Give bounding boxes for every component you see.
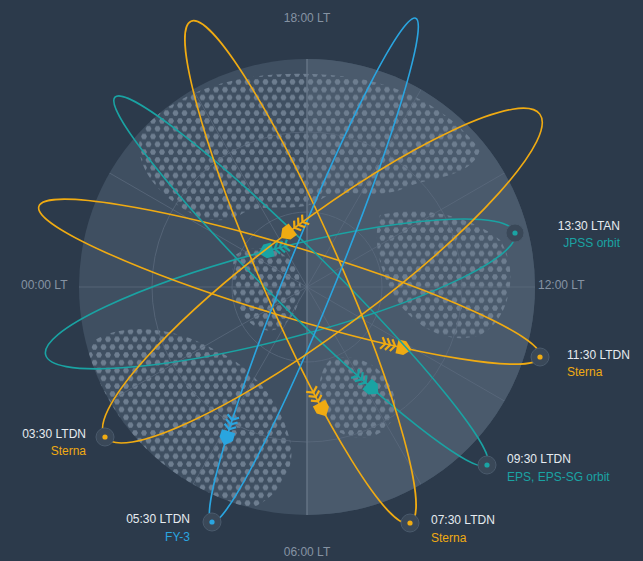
direction-chevron (217, 414, 239, 448)
meridian-line (108, 172, 307, 287)
chevron-feather (295, 218, 305, 230)
meridian-line (192, 88, 307, 287)
direction-chevron (257, 239, 291, 260)
chevron-feather (351, 369, 362, 381)
chevron-head (277, 223, 297, 243)
orbit-node-halo (401, 514, 419, 532)
direction-chevron (277, 214, 310, 244)
chevron-head (395, 340, 413, 357)
crossing-time: 11:30 LTDN (566, 348, 631, 362)
orbit-path (34, 189, 526, 398)
crossing-time: 05:30 LTDN (125, 512, 191, 526)
orbit-name: Sterna (430, 531, 467, 545)
orbit-node-halo (96, 428, 114, 446)
orbit-node-halo (203, 513, 221, 531)
meridian-line (307, 287, 537, 288)
terminator-line (307, 59, 308, 515)
orbit-node-dot (512, 230, 517, 235)
orbit-path (189, 9, 439, 532)
crossing-time: 09:30 LTDN (506, 452, 572, 466)
orbit-name: JPSS orbit (562, 236, 621, 250)
orbit-path (29, 173, 550, 391)
orbit-name: FY-3 (164, 530, 191, 544)
orbit-path (94, 76, 508, 487)
orbit-node-dot (102, 434, 107, 439)
continent-shape (139, 74, 480, 220)
crossing-time: 07:30 LTDN (430, 513, 496, 527)
direction-chevron (350, 368, 383, 399)
direction-label: 12:00 LT (537, 278, 585, 292)
chevron-head (362, 379, 383, 399)
crossing-time: 13:30 LTAN (557, 219, 621, 233)
chevron-feather (306, 386, 318, 395)
orbit-name: Sterna (566, 365, 603, 379)
direction-chevron (305, 386, 332, 420)
chevron-feather (380, 337, 387, 350)
continents (86, 74, 510, 516)
orbit-node-halo (531, 348, 549, 366)
crossing-time: 03:30 LTDN (21, 427, 87, 441)
orbit-node-dot (537, 354, 542, 359)
chevron-feather (299, 215, 309, 227)
chevron-head (217, 429, 235, 447)
orbit-path (154, 5, 446, 539)
orbit-name: EPS, EPS-SG orbit (506, 470, 611, 484)
orbit-name: Sterna (50, 444, 87, 458)
graticule (77, 57, 537, 517)
meridians (77, 57, 537, 517)
chevron-head (313, 400, 332, 420)
orbit-node-dot (209, 519, 214, 524)
direction-label: 18:00 LT (283, 11, 331, 25)
chevron-feather (355, 372, 366, 384)
meridian-line (307, 88, 422, 287)
chevron-feather (226, 414, 239, 421)
meridian-line (108, 287, 307, 402)
meridian-line (192, 287, 307, 486)
direction-label: 00:00 LT (20, 278, 68, 292)
direction-chevron (380, 336, 413, 356)
orbits (29, 5, 573, 539)
direction-label: 06:00 LT (283, 545, 331, 559)
orbit-node-dot (484, 462, 489, 467)
meridian-line (307, 287, 506, 402)
orbit-node-halo (506, 224, 524, 242)
orbit-node-halo (478, 456, 496, 474)
orbit-path (72, 70, 572, 481)
orbit-node-dot (407, 520, 412, 525)
